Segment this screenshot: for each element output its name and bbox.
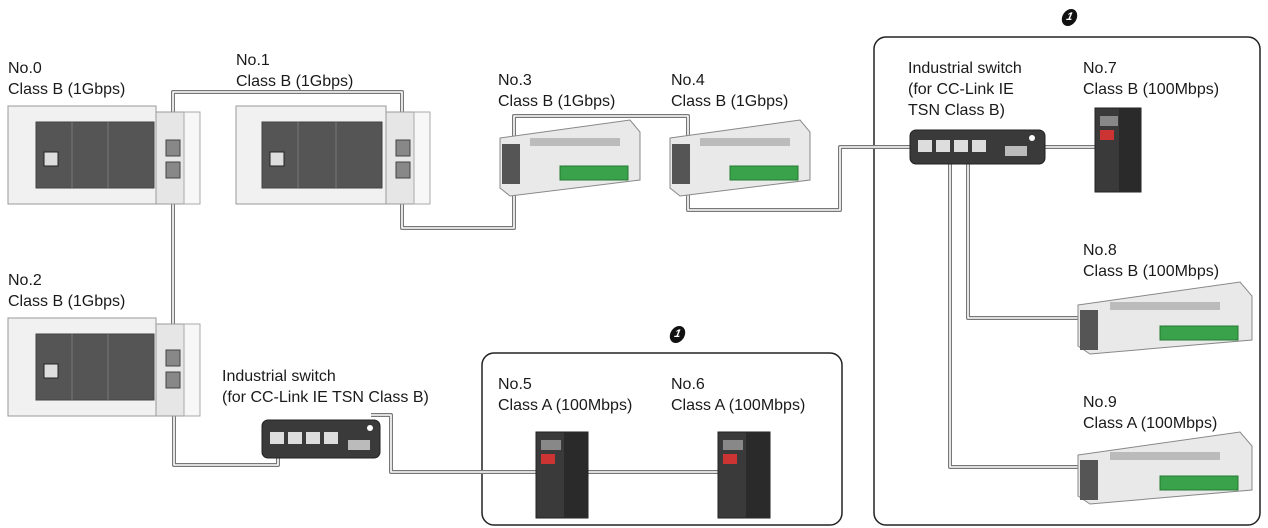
group-box-right [873, 36, 1261, 526]
label-no7-class: Class B (100Mbps) [1083, 81, 1220, 98]
io-module-no8 [1077, 281, 1253, 355]
label-no0: No.0 Class B (1Gbps) [8, 58, 125, 100]
label-no0-number: No.0 [8, 60, 42, 77]
label-no8: No.8 Class B (100Mbps) [1083, 240, 1219, 282]
label-no9: No.9 Class A (100Mbps) [1083, 392, 1217, 434]
label-switch-bottom: Industrial switch (for CC-Link IE TSN Cl… [222, 366, 429, 408]
label-switch-right-line3: TSN Class B) [908, 102, 1005, 119]
label-switch-bottom-line1: Industrial switch [222, 368, 336, 385]
label-no3: No.3 Class B (1Gbps) [498, 70, 615, 112]
label-no1-number: No.1 [236, 52, 270, 69]
label-no5: No.5 Class A (100Mbps) [498, 374, 632, 416]
plc-no0 [7, 105, 201, 205]
label-no8-number: No.8 [1083, 242, 1117, 259]
label-no6: No.6 Class A (100Mbps) [671, 374, 805, 416]
label-no2-class: Class B (1Gbps) [8, 293, 126, 310]
label-no1: No.1 Class B (1Gbps) [236, 50, 353, 92]
inverter-no6 [717, 431, 771, 519]
label-no3-number: No.3 [498, 72, 532, 89]
io-module-no4 [669, 119, 811, 197]
industrial-switch-right [909, 129, 1046, 165]
plc-no1 [235, 105, 431, 205]
label-switch-right: Industrial switch (for CC-Link IE TSN Cl… [908, 58, 1022, 121]
label-no4: No.4 Class B (1Gbps) [671, 70, 788, 112]
label-no8-class: Class B (100Mbps) [1083, 263, 1220, 280]
label-no4-class: Class B (1Gbps) [671, 93, 789, 110]
label-no1-class: Class B (1Gbps) [236, 73, 354, 90]
industrial-switch-bottom [261, 419, 381, 459]
label-no5-number: No.5 [498, 376, 532, 393]
plc-no2 [7, 317, 201, 417]
label-no7: No.7 Class B (100Mbps) [1083, 58, 1219, 100]
group-box-bottom [481, 352, 843, 526]
label-switch-bottom-line2: (for CC-Link IE TSN Class B) [222, 389, 429, 406]
io-module-no3 [499, 119, 641, 197]
label-no3-class: Class B (1Gbps) [498, 93, 616, 110]
inverter-no5 [535, 431, 589, 519]
label-no0-class: Class B (1Gbps) [8, 81, 126, 98]
inverter-no7 [1094, 107, 1142, 193]
label-no2-number: No.2 [8, 272, 42, 289]
label-no7-number: No.7 [1083, 60, 1117, 77]
io-module-no9 [1077, 431, 1253, 505]
label-no4-number: No.4 [671, 72, 705, 89]
label-no6-class: Class A (100Mbps) [671, 397, 806, 414]
label-no6-number: No.6 [671, 376, 705, 393]
label-switch-right-line1: Industrial switch [908, 60, 1022, 77]
label-no9-number: No.9 [1083, 394, 1117, 411]
label-no2: No.2 Class B (1Gbps) [8, 270, 125, 312]
label-no5-class: Class A (100Mbps) [498, 397, 633, 414]
label-no9-class: Class A (100Mbps) [1083, 415, 1218, 432]
label-switch-right-line2: (for CC-Link IE [908, 81, 1014, 98]
